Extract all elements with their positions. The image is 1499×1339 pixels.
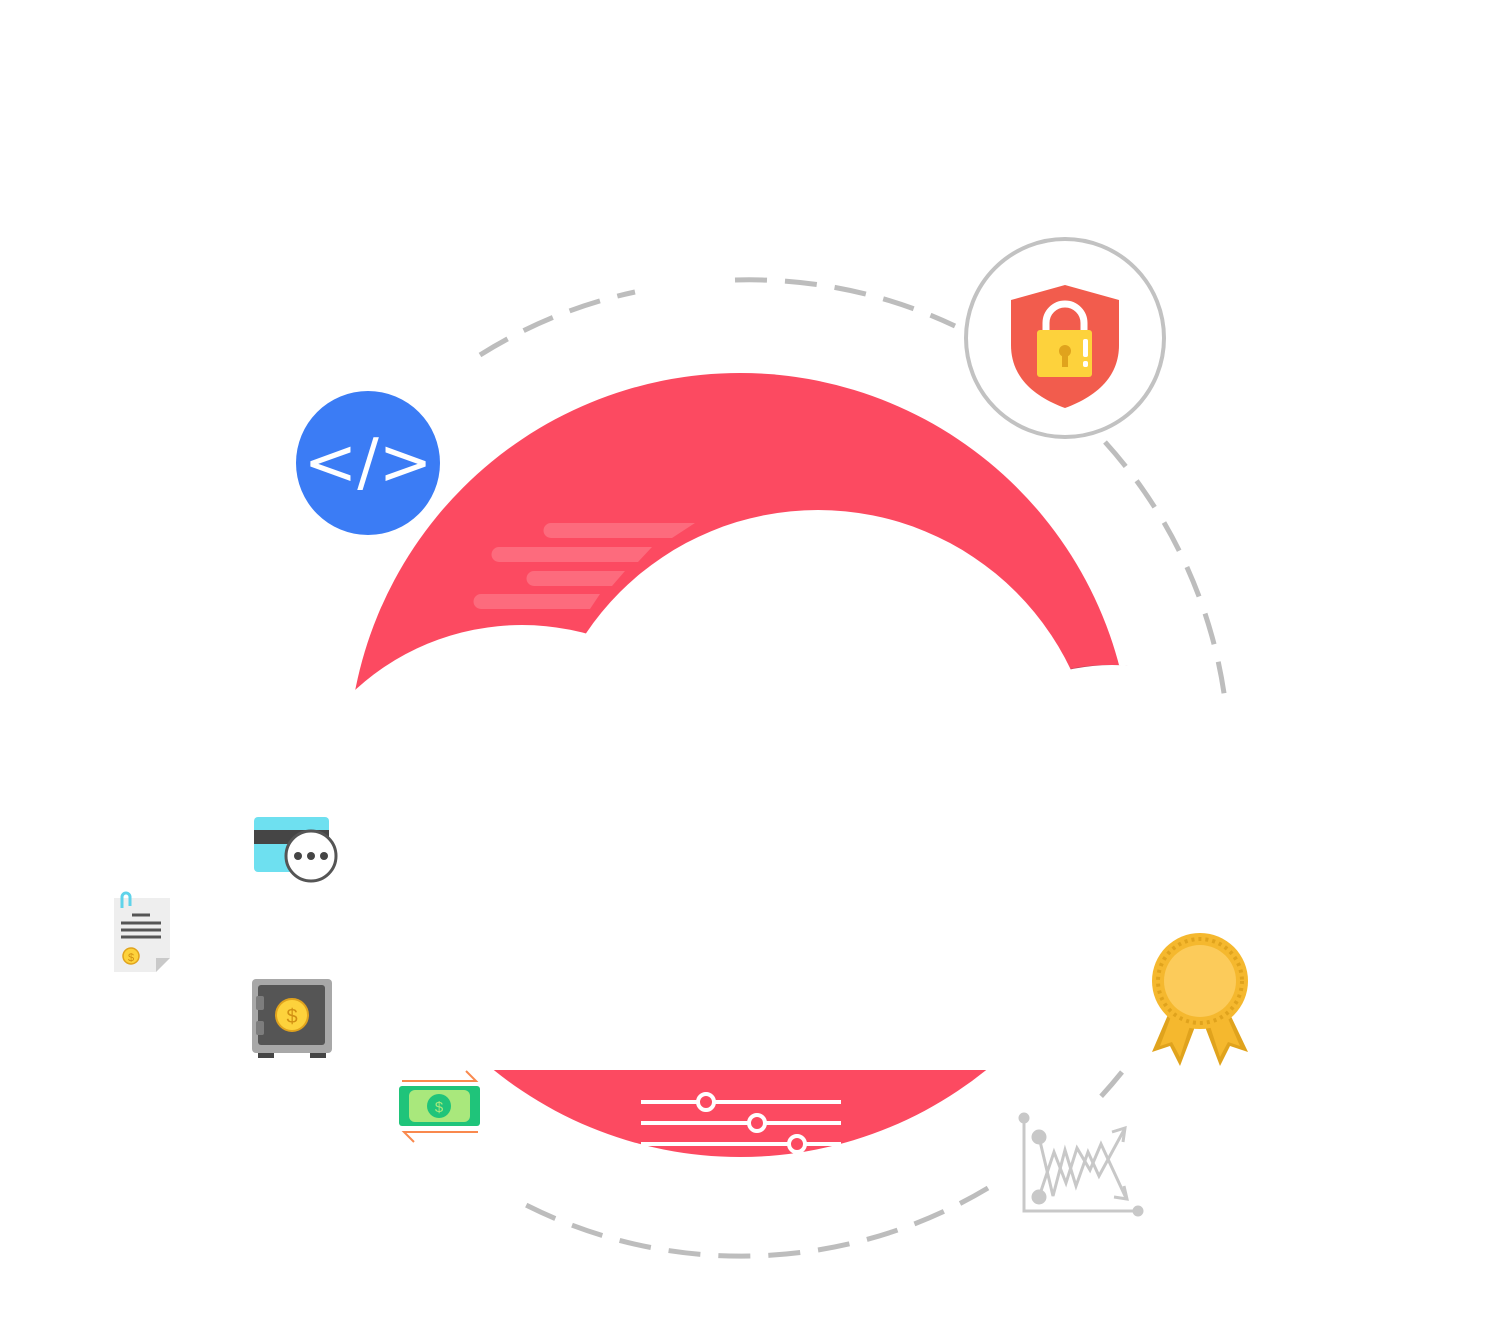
- code-icon: </>: [304, 426, 433, 500]
- svg-text:$: $: [435, 1099, 444, 1116]
- analytics-chart-icon: [1018, 1112, 1144, 1217]
- cash-transfer-icon: $: [399, 1070, 480, 1143]
- svg-text:$: $: [286, 1006, 297, 1028]
- dashed-orbit-ring: [478, 277, 1228, 1259]
- security-shield-lock-icon: [964, 237, 1166, 439]
- money-safe-icon: $: [252, 979, 332, 1058]
- invoice-document-icon: $: [114, 891, 170, 972]
- credit-card-icon: [254, 817, 338, 883]
- cloud-circle-bottom: [493, 1070, 987, 1157]
- cloud-circle-top: [275, 373, 1309, 1070]
- settings-sliders-icon: [641, 1092, 841, 1154]
- svg-text:$: $: [128, 952, 134, 964]
- speed-lines: [473, 523, 695, 609]
- code-badge: </>: [296, 391, 440, 535]
- award-medal-icon: [1152, 933, 1248, 1066]
